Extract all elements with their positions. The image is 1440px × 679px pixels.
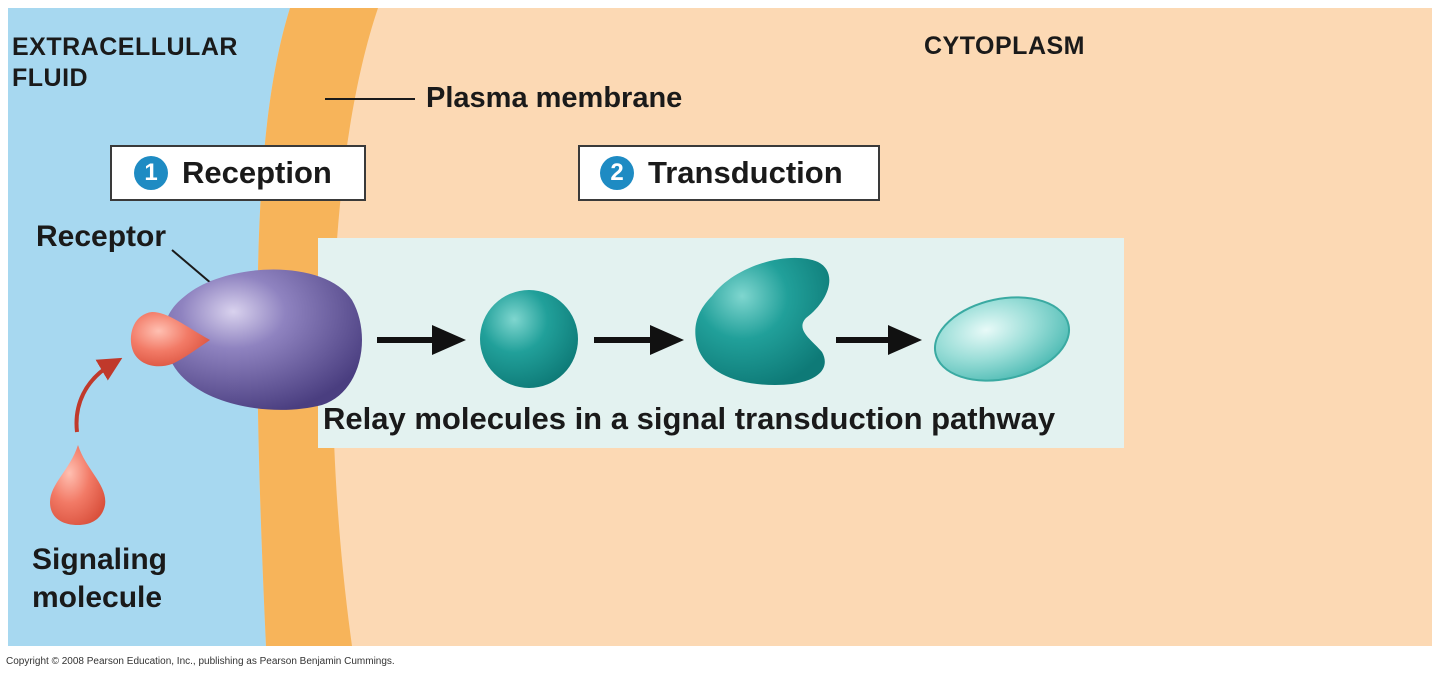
relay-molecule-2: [695, 257, 830, 385]
relay-molecules-caption: Relay molecules in a signal transduction…: [323, 401, 1056, 436]
pathway-arrow-2: [594, 325, 684, 355]
step-number-2-badge: 2: [600, 156, 634, 190]
reception-step-box: 1 Reception: [110, 145, 366, 201]
pathway-arrow-1: [377, 325, 466, 355]
transduction-step-box: 2 Transduction: [578, 145, 880, 201]
relay-molecule-1: [480, 290, 578, 388]
binding-arrow: [74, 357, 123, 433]
bound-signal-molecule: [130, 312, 210, 367]
reception-label: Reception: [182, 155, 332, 190]
transduction-label: Transduction: [648, 155, 843, 190]
copyright-notice: Copyright © 2008 Pearson Education, Inc.…: [6, 656, 395, 667]
receptor-leader-line: [171, 249, 213, 285]
pathway-arrow-3: [836, 325, 922, 355]
extracellular-fluid-label: EXTRACELLULAR FLUID: [12, 33, 238, 92]
plasma-membrane-label: Plasma membrane: [426, 82, 683, 114]
cytoplasm-label: CYTOPLASM: [924, 32, 1085, 60]
step-number-1-badge: 1: [134, 156, 168, 190]
receptor-shape: [163, 269, 362, 410]
receptor-label: Receptor: [36, 220, 167, 253]
signaling-molecule-label: Signaling molecule: [32, 543, 167, 614]
relay-molecule-3: [933, 296, 1071, 382]
free-signal-molecule: [50, 445, 106, 525]
